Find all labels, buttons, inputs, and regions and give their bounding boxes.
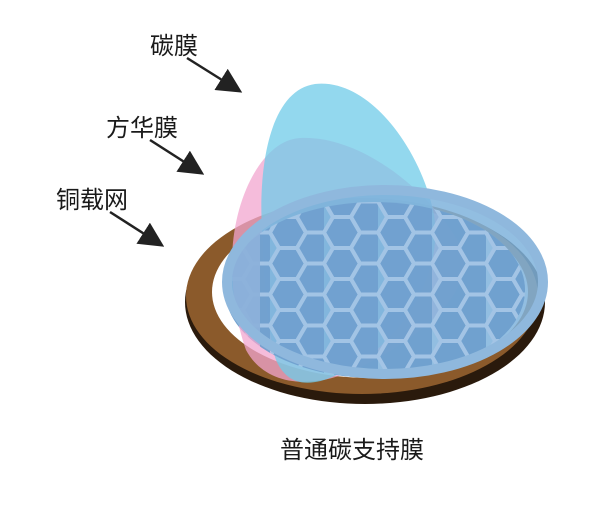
arrow-icon	[186, 56, 243, 93]
label-carbon-film: 碳膜	[150, 32, 198, 60]
caption: 普通碳支持膜	[280, 436, 424, 464]
arrow-icon	[149, 138, 205, 175]
label-formvar-film: 方华膜	[106, 114, 178, 142]
arrow-icon	[109, 210, 165, 247]
label-copper-grid: 铜载网	[56, 186, 128, 214]
carbon-support-film	[222, 185, 548, 379]
